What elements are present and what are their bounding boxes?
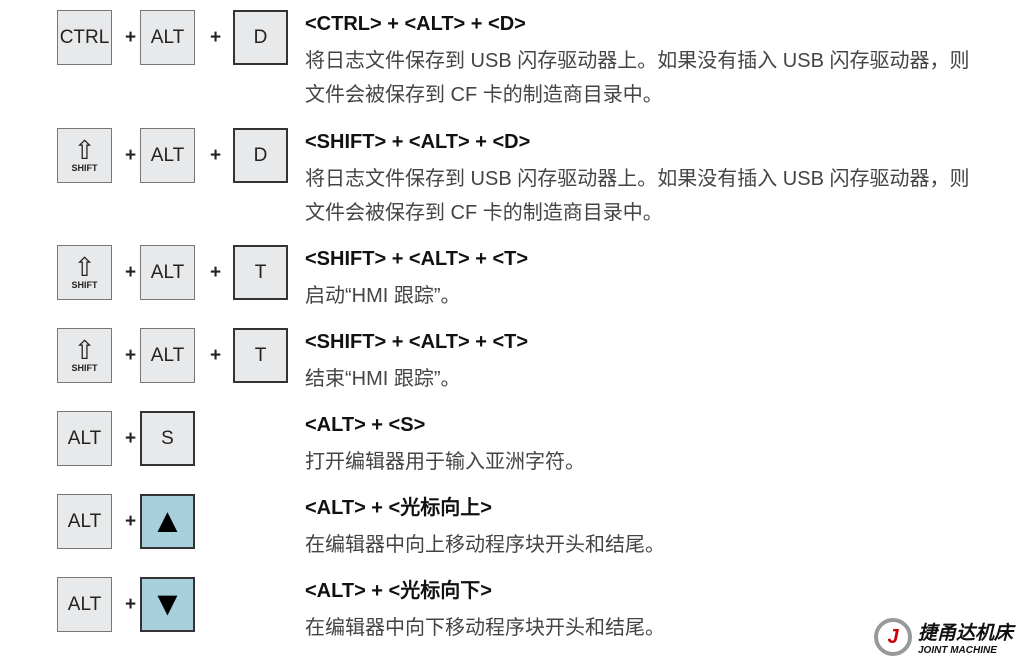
logo-mark-icon: J bbox=[874, 618, 912, 656]
shift-key-icon: ⇧SHIFT bbox=[57, 328, 112, 383]
shortcut-title: <SHIFT> + <ALT> + <T> bbox=[305, 248, 529, 270]
logo-en: JOINT MACHINE bbox=[918, 645, 997, 656]
plus-sign: + bbox=[210, 262, 222, 283]
shift-key-icon: ⇧SHIFT bbox=[57, 128, 112, 183]
shortcut-title: <ALT> + <光标向下> bbox=[305, 580, 492, 602]
alt-key-icon: ALT bbox=[57, 411, 112, 466]
t-key-icon: T bbox=[233, 328, 288, 383]
alt-key-icon: ALT bbox=[57, 494, 112, 549]
cursor-down-key-icon: ▼ bbox=[140, 577, 195, 632]
alt-key-icon: ALT bbox=[140, 328, 195, 383]
shortcut-description: 在编辑器中向下移动程序块开头和结尾。 bbox=[305, 617, 665, 639]
alt-key-icon: ALT bbox=[140, 128, 195, 183]
plus-sign: + bbox=[125, 345, 137, 366]
plus-sign: + bbox=[125, 511, 137, 532]
shortcut-title: <ALT> + <光标向上> bbox=[305, 497, 492, 519]
plus-sign: + bbox=[125, 27, 137, 48]
logo-cn: 捷甬达机床 bbox=[918, 623, 1014, 644]
plus-sign: + bbox=[125, 594, 137, 615]
plus-sign: + bbox=[210, 345, 222, 366]
ctrl-key-icon: CTRL bbox=[57, 10, 112, 65]
shortcut-title: <CTRL> + <ALT> + <D> bbox=[305, 13, 526, 35]
shortcut-description: 结束“HMI 跟踪”。 bbox=[305, 368, 461, 390]
shortcut-description: 启动“HMI 跟踪”。 bbox=[305, 285, 461, 307]
shortcut-description: 将日志文件保存到 USB 闪存驱动器上。如果没有插入 USB 闪存驱动器，则文件… bbox=[305, 168, 970, 224]
alt-key-icon: ALT bbox=[57, 577, 112, 632]
plus-sign: + bbox=[125, 428, 137, 449]
plus-sign: + bbox=[210, 145, 222, 166]
shortcut-description: 在编辑器中向上移动程序块开头和结尾。 bbox=[305, 534, 665, 556]
shift-key-icon: ⇧SHIFT bbox=[57, 245, 112, 300]
d-key-icon: D bbox=[233, 10, 288, 65]
s-key-icon: S bbox=[140, 411, 195, 466]
d-key-icon: D bbox=[233, 128, 288, 183]
plus-sign: + bbox=[125, 145, 137, 166]
plus-sign: + bbox=[210, 27, 222, 48]
company-logo: J 捷甬达机床 JOINT MACHINE bbox=[874, 618, 1013, 656]
shortcut-title: <SHIFT> + <ALT> + <T> bbox=[305, 331, 529, 353]
shift-label: SHIFT bbox=[71, 280, 98, 290]
alt-key-icon: ALT bbox=[140, 245, 195, 300]
shortcut-description: 将日志文件保存到 USB 闪存驱动器上。如果没有插入 USB 闪存驱动器，则文件… bbox=[305, 50, 970, 106]
shortcut-title: <SHIFT> + <ALT> + <D> bbox=[305, 131, 531, 153]
alt-key-icon: ALT bbox=[140, 10, 195, 65]
shortcut-title: <ALT> + <S> bbox=[305, 414, 426, 436]
plus-sign: + bbox=[125, 262, 137, 283]
arrow-up-outline-icon: ⇧ bbox=[73, 135, 96, 165]
arrow-up-outline-icon: ⇧ bbox=[73, 252, 96, 282]
arrow-up-outline-icon: ⇧ bbox=[73, 335, 96, 365]
shortcut-description: 打开编辑器用于输入亚洲字符。 bbox=[305, 451, 585, 473]
cursor-up-key-icon: ▲ bbox=[140, 494, 195, 549]
shift-label: SHIFT bbox=[71, 363, 98, 373]
shift-label: SHIFT bbox=[71, 163, 98, 173]
t-key-icon: T bbox=[233, 245, 288, 300]
